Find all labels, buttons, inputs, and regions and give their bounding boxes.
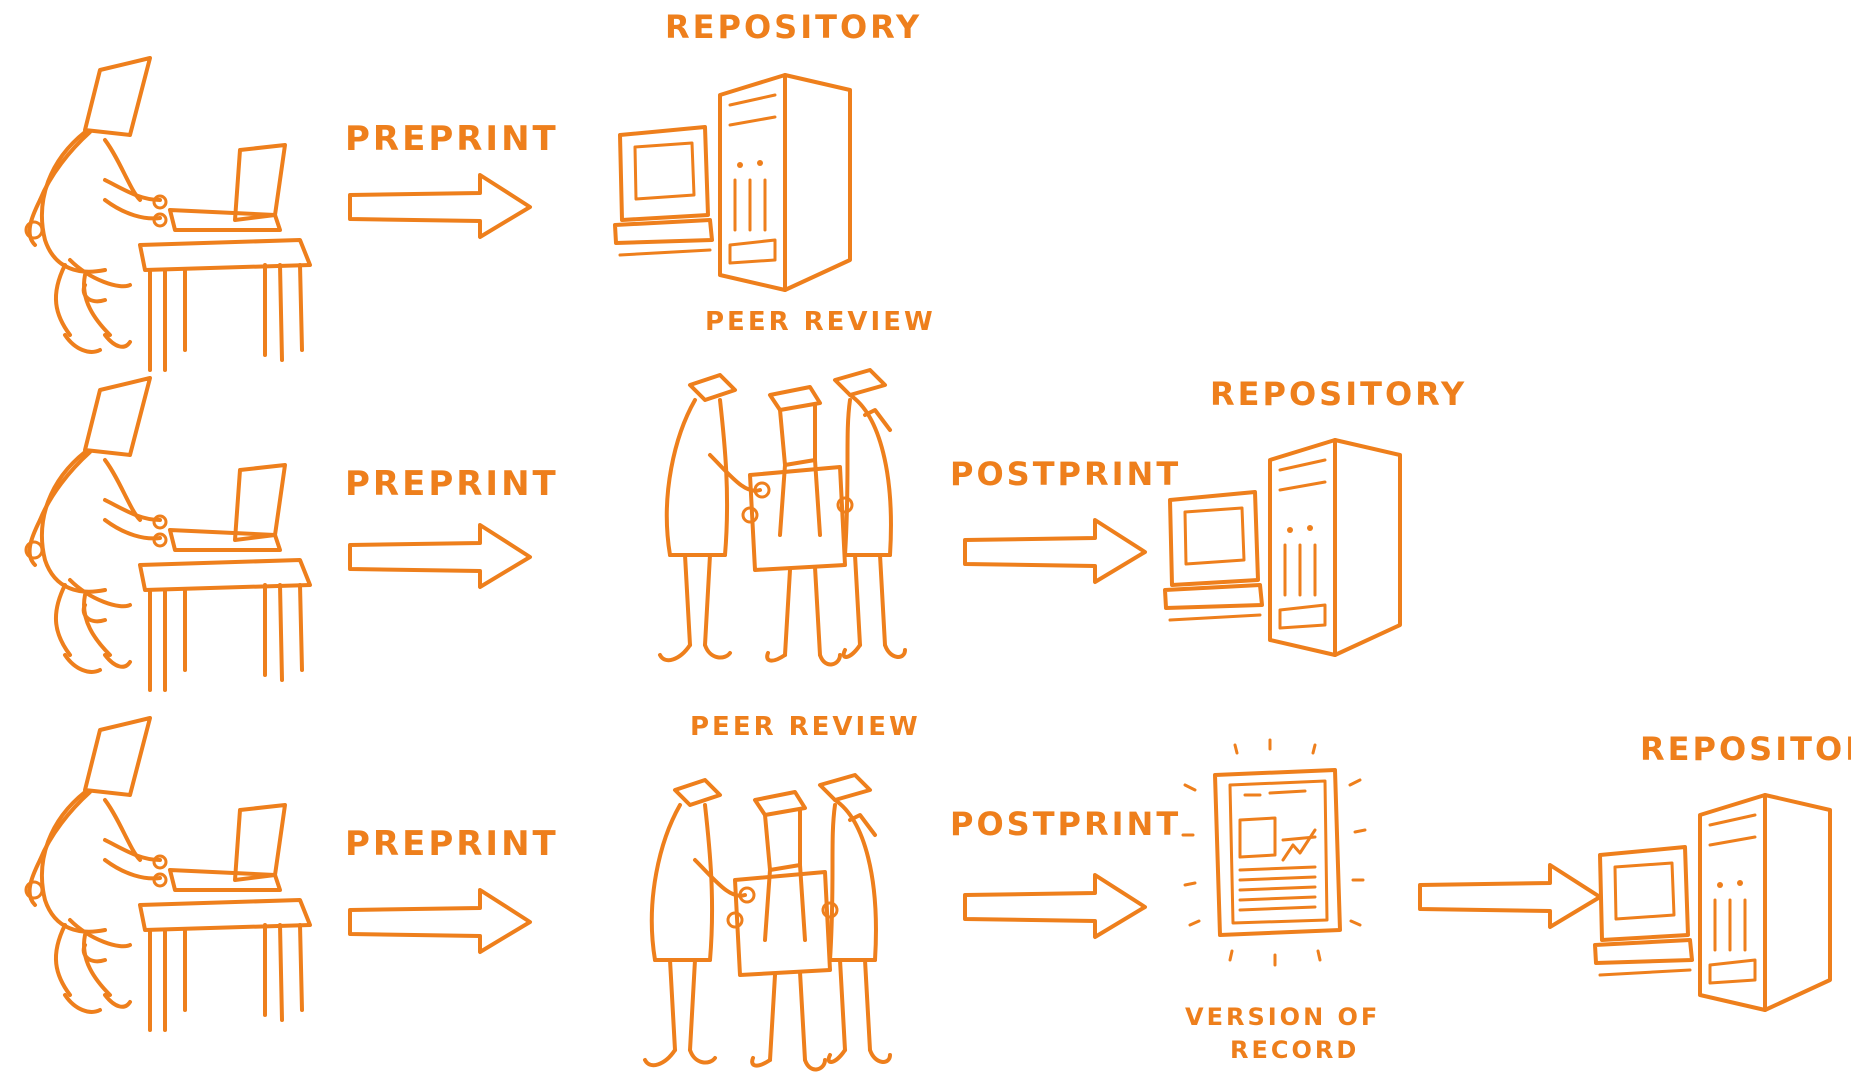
arrow-icon <box>1418 863 1602 929</box>
row-2: PREPRINT PEER REVIEW POSTPRINT REPOSITOR… <box>24 307 1467 692</box>
peer-review-label: PEER REVIEW <box>705 307 936 337</box>
arrow-label-postprint: POSTPRINT <box>950 455 1181 493</box>
version-of-record-label-line1: VERSION OF <box>1185 1003 1380 1031</box>
arrow-label-preprint: PREPRINT <box>345 824 559 864</box>
arrow-icon <box>348 523 532 589</box>
arrow-label-preprint: PREPRINT <box>345 464 559 504</box>
repository-label: REPOSITORY <box>665 8 922 46</box>
arrow-icon <box>348 173 532 239</box>
repository-computer-icon <box>1163 438 1402 657</box>
repository-computer-icon <box>1593 793 1832 1012</box>
repository-label: REPOSITORY <box>1640 730 1851 768</box>
peer-review-label: PEER REVIEW <box>690 712 921 742</box>
author-at-laptop-icon <box>24 56 312 372</box>
arrow-icon <box>348 888 532 954</box>
row-1: PREPRINT REPOSITORY <box>24 8 922 372</box>
version-of-record-label-line2: RECORD <box>1230 1036 1359 1064</box>
repository-label: REPOSITORY <box>1210 375 1467 413</box>
version-of-record-article-icon <box>1181 738 1367 967</box>
author-at-laptop-icon <box>24 716 312 1032</box>
arrow-label-postprint: POSTPRINT <box>950 805 1181 843</box>
peer-reviewers-icon <box>643 773 892 1072</box>
arrow-icon <box>963 518 1147 584</box>
author-at-laptop-icon <box>24 376 312 692</box>
arrow-label-preprint: PREPRINT <box>345 119 559 159</box>
repository-computer-icon <box>613 73 852 292</box>
arrow-icon <box>963 873 1147 939</box>
peer-reviewers-icon <box>658 368 907 667</box>
row-3: PREPRINT PEER REVIEW POSTPRINT VERSION O… <box>24 712 1851 1072</box>
